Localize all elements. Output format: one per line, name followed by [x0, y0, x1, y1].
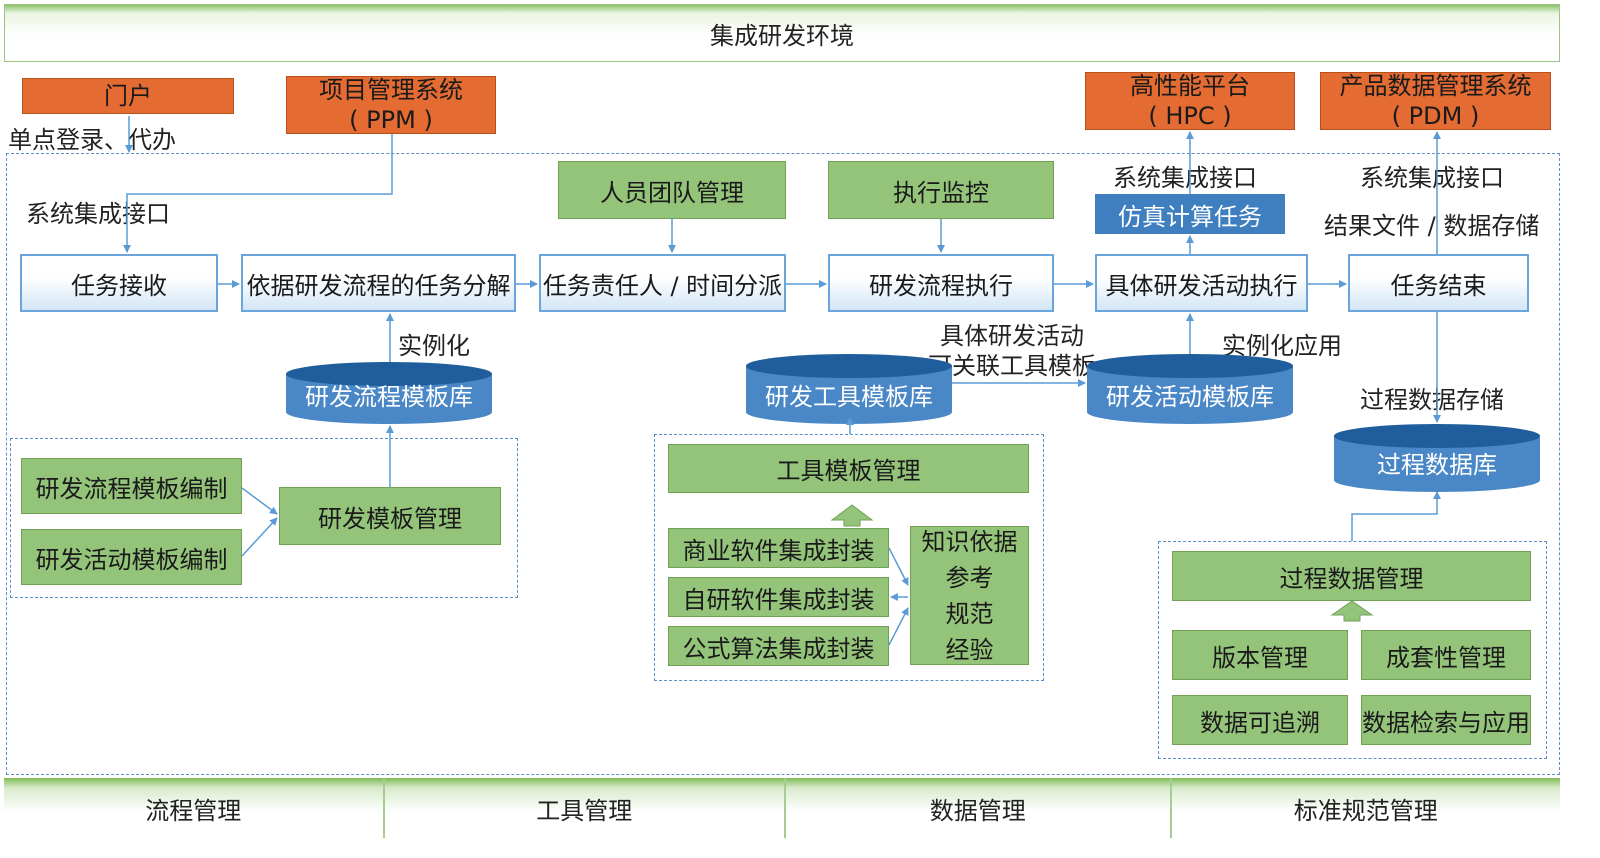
tool-template-db-label: 研发工具模板库 [765, 382, 933, 411]
edit-activity-template-box: 研发活动模板编制 [21, 529, 242, 585]
pdm-line2: ( PDM ) [1391, 102, 1480, 130]
bottom-data-management: 数据管理 [785, 778, 1172, 838]
team-management-box: 人员团队管理 [558, 161, 786, 219]
bottom-bar: 流程管理 工具管理 数据管理 标准规范管理 [4, 778, 1560, 838]
result-storage-label: 结果文件 / 数据存储 [1324, 212, 1540, 240]
portal-note: 单点登录、代办 [8, 126, 176, 154]
tool-item-inhouse: 自研软件集成封装 [668, 577, 889, 617]
arrow-knowledge-formula [888, 607, 909, 646]
hpc-box: 高性能平台 ( HPC ) [1085, 72, 1295, 130]
hpc-line1: 高性能平台 [1130, 72, 1250, 100]
activity-link-label-1: 具体研发活动 [940, 322, 1084, 350]
simulation-task-box: 仿真计算任务 [1095, 194, 1285, 234]
task-process-execute: 研发流程执行 [828, 254, 1054, 312]
hpc-line2: ( HPC ) [1148, 102, 1232, 130]
process-data-db-label: 过程数据库 [1377, 450, 1497, 479]
bottom-standard-management: 标准规范管理 [1171, 778, 1560, 838]
arrow-knowledge-commercial [888, 547, 909, 586]
knowledge-line-2: 参考 [945, 563, 994, 592]
activity-template-db-label: 研发活动模板库 [1106, 382, 1274, 411]
task-assign: 任务责任人 / 时间分派 [539, 254, 786, 312]
portal-label: 门户 [104, 82, 152, 110]
arrow-datamgmt-processdb [1351, 491, 1441, 541]
tool-management-group [654, 434, 1044, 681]
process-template-db-label: 研发流程模板库 [305, 382, 473, 411]
template-manage-box: 研发模板管理 [279, 487, 501, 545]
template-management-group [10, 438, 518, 598]
process-storage-label: 过程数据存储 [1360, 386, 1504, 414]
ppm-line1: 项目管理系统 [319, 76, 463, 104]
completeness-manage-box: 成套性管理 [1361, 630, 1531, 680]
search-apply-box: 数据检索与应用 [1361, 695, 1531, 745]
edit-process-template-box: 研发流程模板编制 [21, 458, 242, 514]
main-region [6, 153, 1560, 775]
arrow-edit1-manage [241, 487, 278, 515]
up-arrow-data-icon [1330, 600, 1374, 622]
execution-monitor-box: 执行监控 [828, 161, 1054, 219]
up-arrow-tool-icon [830, 504, 874, 527]
sys-interface-label-hpc: 系统集成接口 [1113, 164, 1257, 192]
sys-interface-label-pdm: 系统集成接口 [1360, 164, 1504, 192]
tool-item-formula: 公式算法集成封装 [668, 626, 889, 666]
pdm-line1: 产品数据管理系统 [1339, 72, 1532, 100]
knowledge-box: 知识依据 参考 规范 经验 [910, 526, 1029, 665]
process-data-manage-box: 过程数据管理 [1172, 551, 1531, 601]
page-title: 集成研发环境 [4, 4, 1560, 62]
knowledge-line-3: 规范 [945, 599, 994, 628]
bottom-tool-management: 工具管理 [384, 778, 786, 838]
knowledge-line-4: 经验 [945, 635, 994, 664]
ppm-line2: ( PPM ) [349, 106, 433, 134]
task-activity-execute: 具体研发活动执行 [1095, 254, 1308, 312]
ppm-connector [123, 134, 393, 253]
task-end: 任务结束 [1348, 254, 1529, 312]
portal-box: 门户 [22, 78, 234, 114]
task-receive: 任务接收 [20, 254, 218, 312]
pdm-box: 产品数据管理系统 ( PDM ) [1320, 72, 1551, 130]
sys-interface-label-left: 系统集成接口 [26, 200, 170, 228]
task-decompose: 依据研发流程的任务分解 [241, 254, 516, 312]
version-manage-box: 版本管理 [1172, 630, 1348, 680]
knowledge-line-1: 知识依据 [921, 527, 1018, 556]
tool-template-manage-box: 工具模板管理 [668, 444, 1029, 493]
bottom-process-management: 流程管理 [4, 778, 385, 838]
tool-item-commercial: 商业软件集成封装 [668, 528, 889, 568]
activity-link-label-2: 可关联工具模板 [928, 352, 1096, 380]
instantiate-label: 实例化 [398, 332, 470, 360]
arrow-edit2-manage [241, 517, 278, 557]
ppm-box: 项目管理系统 ( PPM ) [286, 76, 496, 134]
traceability-box: 数据可追溯 [1172, 695, 1348, 745]
data-management-group [1158, 541, 1547, 759]
